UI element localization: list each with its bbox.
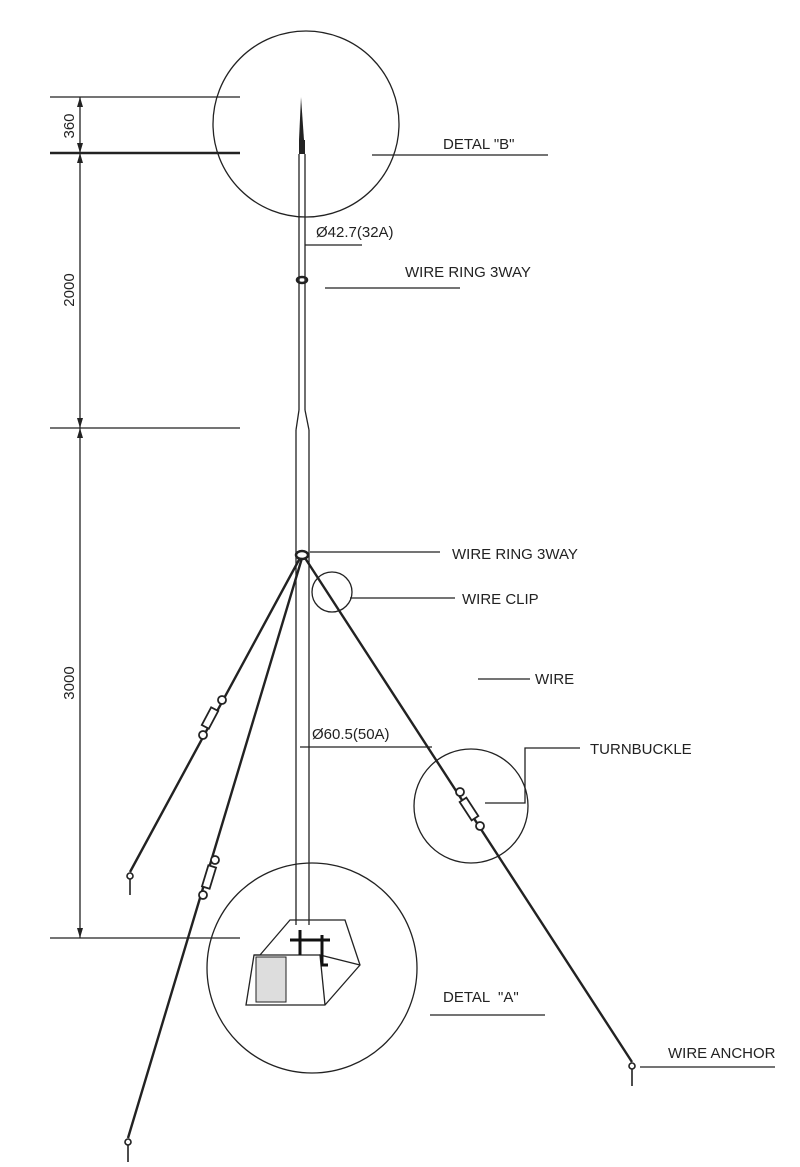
- pole: [294, 97, 310, 925]
- wire-ring-lower-label: WIRE RING 3WAY: [452, 546, 578, 563]
- top-diameter-label: Ø42.7(32A): [316, 224, 394, 241]
- dimension-2000: 2000: [61, 273, 78, 306]
- concrete-base: [245, 919, 361, 1006]
- detail-b-label: DETAL "B": [443, 136, 515, 153]
- wire-clip-circle: [311, 571, 353, 613]
- detail-a-circle: [206, 862, 418, 1074]
- wire-anchor-label: WIRE ANCHOR: [668, 1045, 776, 1062]
- detail-b-circle: [212, 30, 400, 218]
- bottom-diameter-label: Ø60.5(50A): [312, 726, 390, 743]
- wire-clip-label: WIRE CLIP: [462, 591, 539, 608]
- dimension-360: 360: [61, 113, 78, 138]
- leader-lines: [300, 154, 775, 1068]
- wire-ring-upper-icon: [295, 275, 309, 285]
- dimension-3000: 3000: [61, 666, 78, 699]
- turnbuckle-circle: [413, 748, 529, 864]
- wire-anchor-icons: [124, 872, 636, 1162]
- wire-label: WIRE: [535, 671, 574, 688]
- detail-a-label: DETAL "A": [443, 989, 519, 1006]
- guy-wires: [124, 557, 636, 1162]
- dimension-lines: [50, 96, 240, 939]
- wire-ring-upper-label: WIRE RING 3WAY: [405, 264, 531, 281]
- turnbuckle-label: TURNBUCKLE: [590, 741, 692, 758]
